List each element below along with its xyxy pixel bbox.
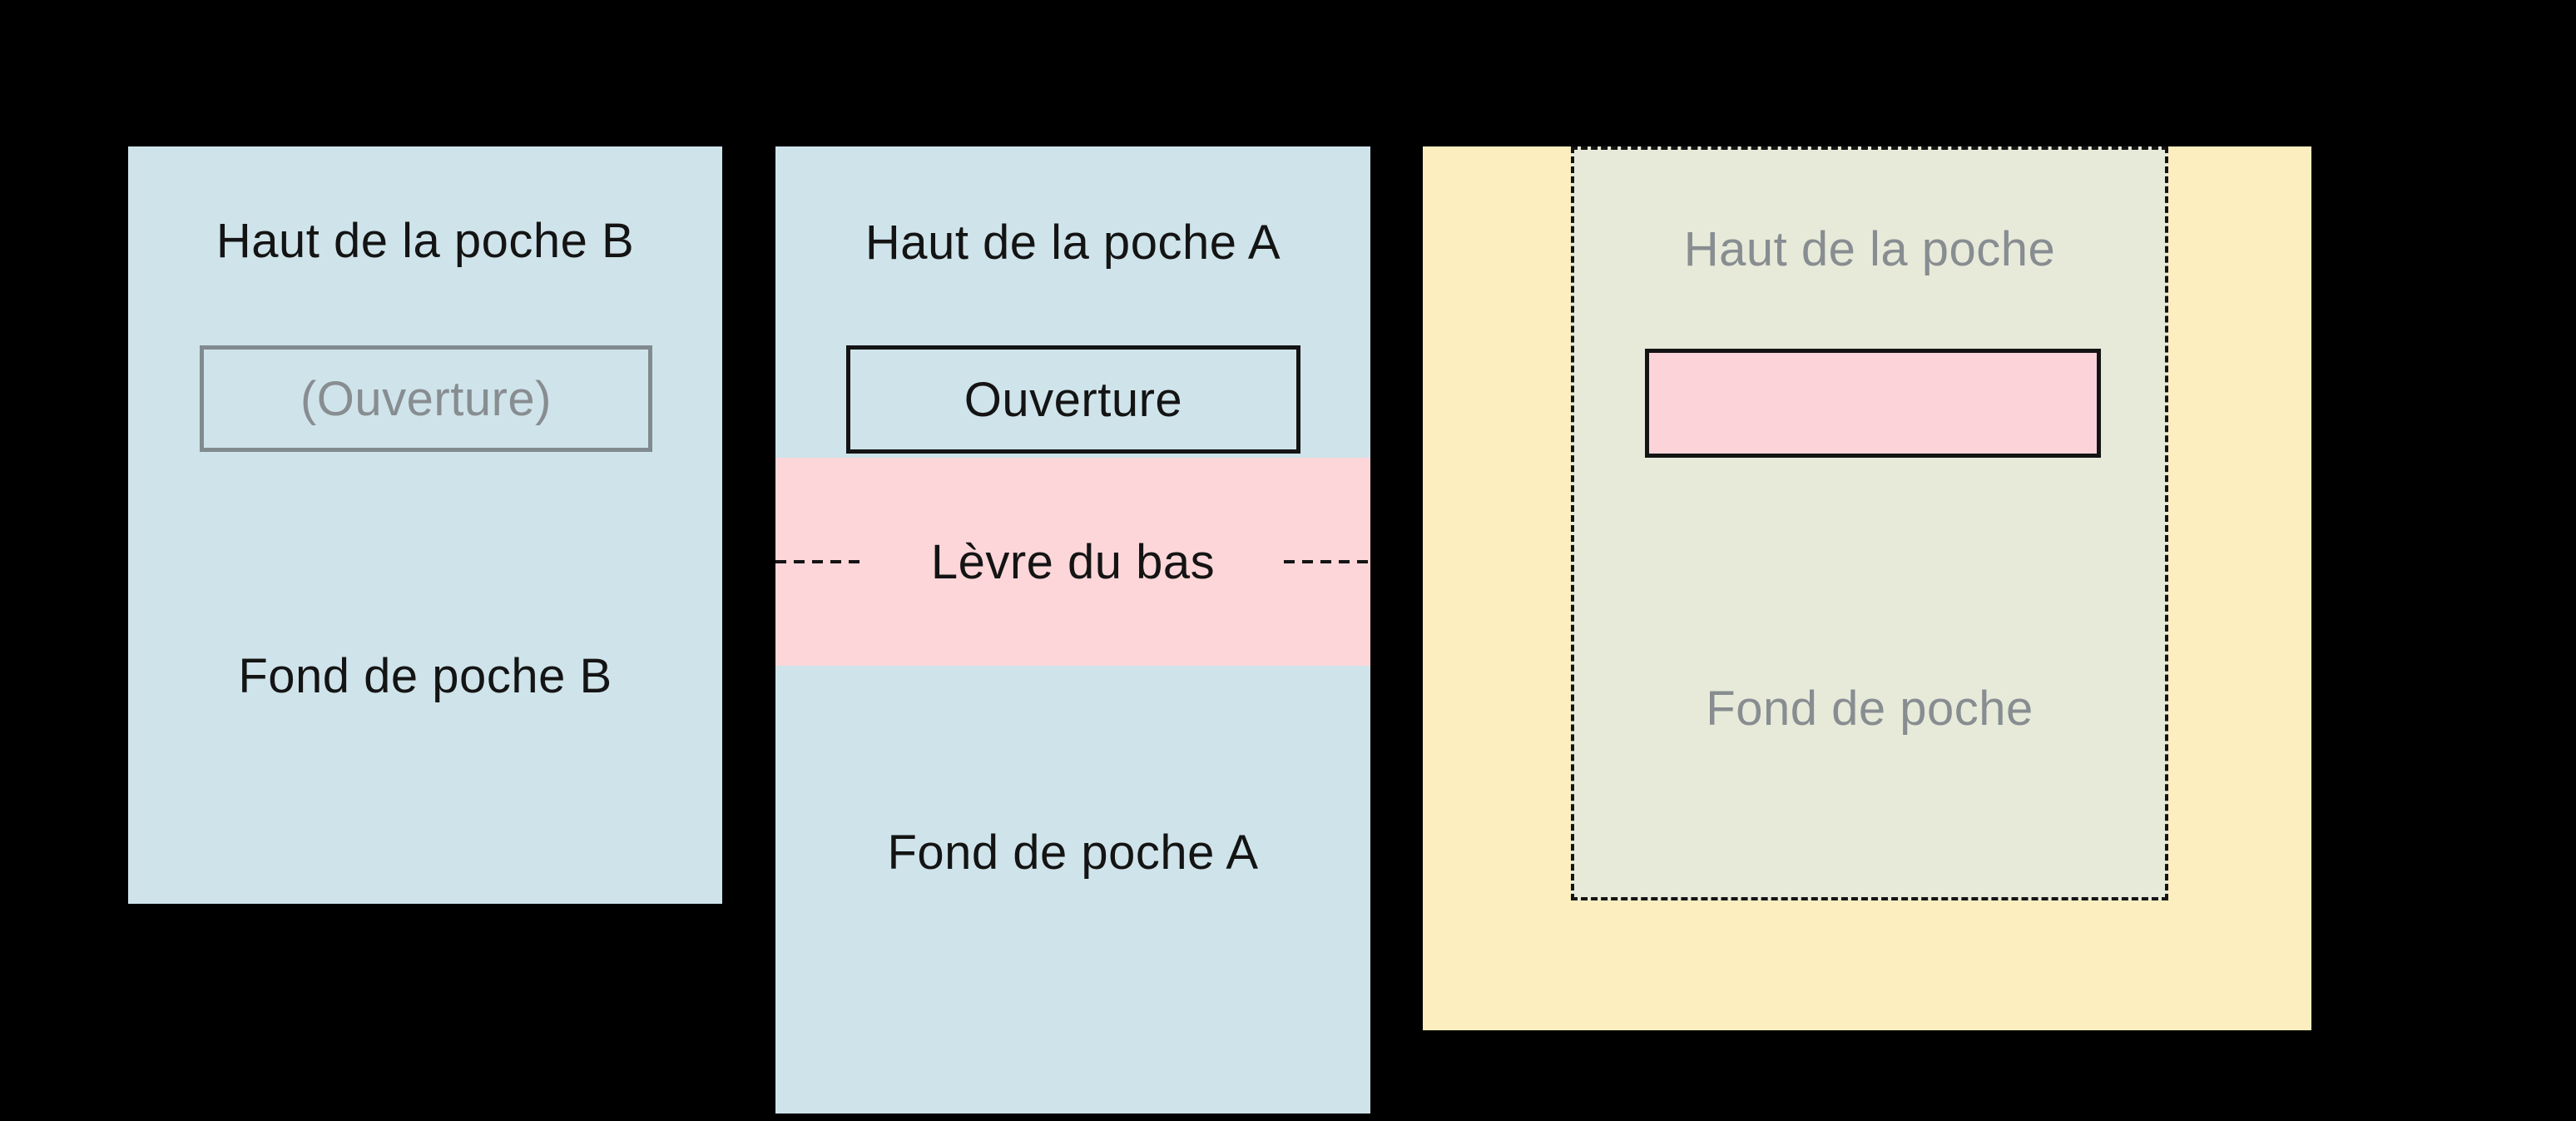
piece-b-bottom-label: Fond de poche B — [238, 649, 612, 703]
piece-a-bottom-label: Fond de poche A — [887, 826, 1259, 880]
welt-opening-box — [1645, 349, 2101, 458]
pocket-outline-bottom-label: Fond de poche — [1706, 682, 2034, 736]
piece-b-top-label: Haut de la poche B — [215, 214, 635, 268]
slit-dashed-line-right — [1284, 560, 1370, 563]
pocket-placement-outline: Haut de la poche Fond de poche — [1571, 146, 2168, 900]
piece-b-opening-placeholder-box: (Ouverture) — [200, 345, 652, 452]
piece-a-opening-box: Ouverture — [846, 345, 1300, 454]
lower-lip-label: Lèvre du bas — [930, 534, 1216, 589]
piece-a-opening-label: Ouverture — [964, 372, 1183, 427]
garment-panel: Haut de la poche Fond de poche — [1423, 146, 2311, 1030]
pocket-piece-b-panel: Haut de la poche B (Ouverture) Fond de p… — [128, 146, 722, 904]
piece-a-top-label: Haut de la poche A — [864, 216, 1281, 270]
pocket-piece-a-panel: Haut de la poche A Ouverture Lèvre du ba… — [775, 146, 1370, 1114]
pocket-outline-top-label: Haut de la poche — [1683, 222, 2056, 276]
slit-dashed-line-left — [775, 560, 862, 563]
lower-lip-band: Lèvre du bas — [775, 458, 1370, 666]
piece-b-opening-placeholder-label: (Ouverture) — [300, 371, 552, 426]
